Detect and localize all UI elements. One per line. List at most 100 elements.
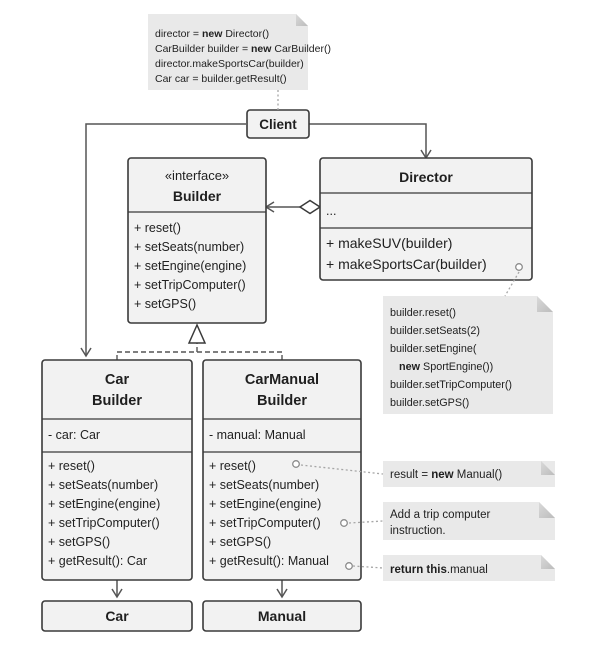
car-builder-method: + setSeats(number): [48, 478, 158, 492]
code-text: builder.setSeats(2): [390, 325, 480, 337]
note-link-anchor: [515, 263, 523, 271]
note-fold-corner: [537, 296, 553, 312]
trip-computer-note-line: Add a trip computer: [390, 509, 491, 521]
code-text: Director(): [222, 28, 269, 40]
note-body: [383, 461, 555, 487]
director-method: + makeSportsCar(builder): [326, 256, 487, 272]
client-code-note-line: director.makeSportsCar(builder): [155, 58, 304, 70]
car-manual-builder-title: Builder: [257, 393, 307, 409]
code-text: builder.reset(): [390, 307, 456, 319]
car-builder-method: + setTripComputer(): [48, 516, 160, 530]
note-fold-corner: [541, 555, 555, 569]
reset-note: result = new Manual(): [383, 461, 555, 487]
car-box: [41, 600, 193, 632]
client-code-note-line: director = new Director(): [155, 28, 269, 40]
builder-box: [127, 157, 267, 324]
client-to-director-line: [309, 123, 427, 157]
reset-note-line: result = new Manual(): [390, 469, 502, 481]
note-links-layer: [277, 90, 523, 570]
car-manual-builder-box: [202, 359, 362, 581]
client-to-carbuilder-line: [85, 123, 246, 355]
client-title: Client: [259, 117, 297, 132]
builder-method: + setTripComputer(): [134, 278, 246, 292]
car-manual-builder-method: + reset(): [209, 459, 256, 473]
code-text: builder.setEngine(: [390, 343, 477, 355]
car-manual-builder-title: CarManual: [245, 372, 319, 388]
car-manual-builder-method: + setGPS(): [209, 535, 271, 549]
code-text: Manual(): [454, 469, 503, 481]
car-manual-builder-field: - manual: Manual: [209, 428, 306, 442]
note-link-anchor: [292, 460, 300, 468]
notes-layer: director = new Director() CarBuilder buil…: [148, 14, 555, 581]
car-class: Car: [41, 600, 193, 632]
builder-stereotype: «interface»: [165, 168, 229, 183]
manual-title: Manual: [258, 608, 306, 624]
code-text: Car car = builder.getResult(): [155, 73, 287, 85]
director-title: Director: [399, 169, 453, 185]
note-body: [148, 14, 308, 90]
client-code-note-line: CarBuilder builder = new CarBuilder(): [155, 43, 331, 55]
director-code-note: builder.reset() builder.setSeats(2) builde…: [383, 296, 553, 414]
director-method: + makeSUV(builder): [326, 235, 452, 251]
note-fold-corner: [539, 502, 555, 518]
builder-method: + reset(): [134, 221, 181, 235]
director-code-note-line: builder.setTripComputer(): [390, 379, 512, 391]
code-text: SportEngine()): [420, 361, 493, 373]
note-body: [383, 555, 555, 581]
client-to-carbuilder-arrow: [80, 347, 92, 358]
code-text: builder.setTripComputer(): [390, 379, 512, 391]
note-fold-corner: [296, 14, 308, 26]
director-code-note-line: builder.setSeats(2): [390, 325, 480, 337]
note-link-line: [348, 520, 384, 524]
client-code-note: director = new Director() CarBuilder buil…: [148, 14, 331, 90]
builder-method: + setSeats(number): [134, 240, 244, 254]
director-box: [319, 157, 533, 281]
code-text: CarBuilder builder =: [155, 43, 251, 55]
aggregation-diamond: [298, 199, 322, 215]
director-code-note-line: builder.reset(): [390, 307, 456, 319]
code-text: builder.setGPS(): [390, 397, 469, 409]
note-link-anchor: [345, 562, 353, 570]
note-body: [383, 502, 555, 540]
note-link-line: [352, 565, 384, 569]
car-manual-builder-method: + setTripComputer(): [209, 516, 321, 530]
manual-box: [202, 600, 362, 632]
car-title: Car: [105, 608, 129, 624]
builder-method: + setGPS(): [134, 297, 196, 311]
return-note: return this.manual: [383, 555, 555, 581]
client-class: Client: [246, 109, 310, 139]
car-manual-builder-method: + setEngine(engine): [209, 497, 321, 511]
implements-dashed-line: [116, 343, 283, 360]
trip-computer-note: Add a trip computer instruction.: [383, 502, 555, 540]
code-text: instruction.: [390, 525, 446, 537]
code-text: CarBuilder(): [271, 43, 331, 55]
builder-method: + setEngine(engine): [134, 259, 246, 273]
classes-layer: Client «interface» Builder + reset() + setSe…: [41, 109, 533, 632]
connectors-layer: [80, 123, 432, 599]
keyword: return this: [390, 564, 447, 576]
car-builder-box: [41, 359, 193, 581]
car-builder-title: Builder: [92, 393, 142, 409]
note-link-anchor: [340, 519, 348, 527]
car-builder-method: + setEngine(engine): [48, 497, 160, 511]
note-link-line: [300, 464, 384, 475]
keyword: new: [202, 28, 223, 40]
car-builder-class: CarBuilder- car: Car+ reset()+ setSeats(…: [41, 359, 193, 581]
code-text: Add a trip computer: [390, 509, 491, 521]
manualbuilder-to-manual-arrow: [276, 588, 288, 599]
car-builder-field: - car: Car: [48, 428, 100, 442]
carbuilder-to-car-arrow: [111, 588, 123, 599]
car-builder-method: + reset(): [48, 459, 95, 473]
code-text: result =: [390, 469, 431, 481]
note-link-line: [504, 271, 520, 297]
client-code-note-line: Car car = builder.getResult(): [155, 73, 287, 85]
implements-triangle: [187, 323, 207, 344]
code-text: [390, 361, 399, 373]
keyword: new: [431, 469, 453, 481]
note-body: [383, 296, 553, 414]
director-code-note-line: builder.setEngine(: [390, 343, 477, 355]
car-manual-builder-method: + setSeats(number): [209, 478, 319, 492]
note-fold-corner: [541, 461, 555, 475]
car-manual-builder-method: + getResult(): Manual: [209, 554, 329, 568]
